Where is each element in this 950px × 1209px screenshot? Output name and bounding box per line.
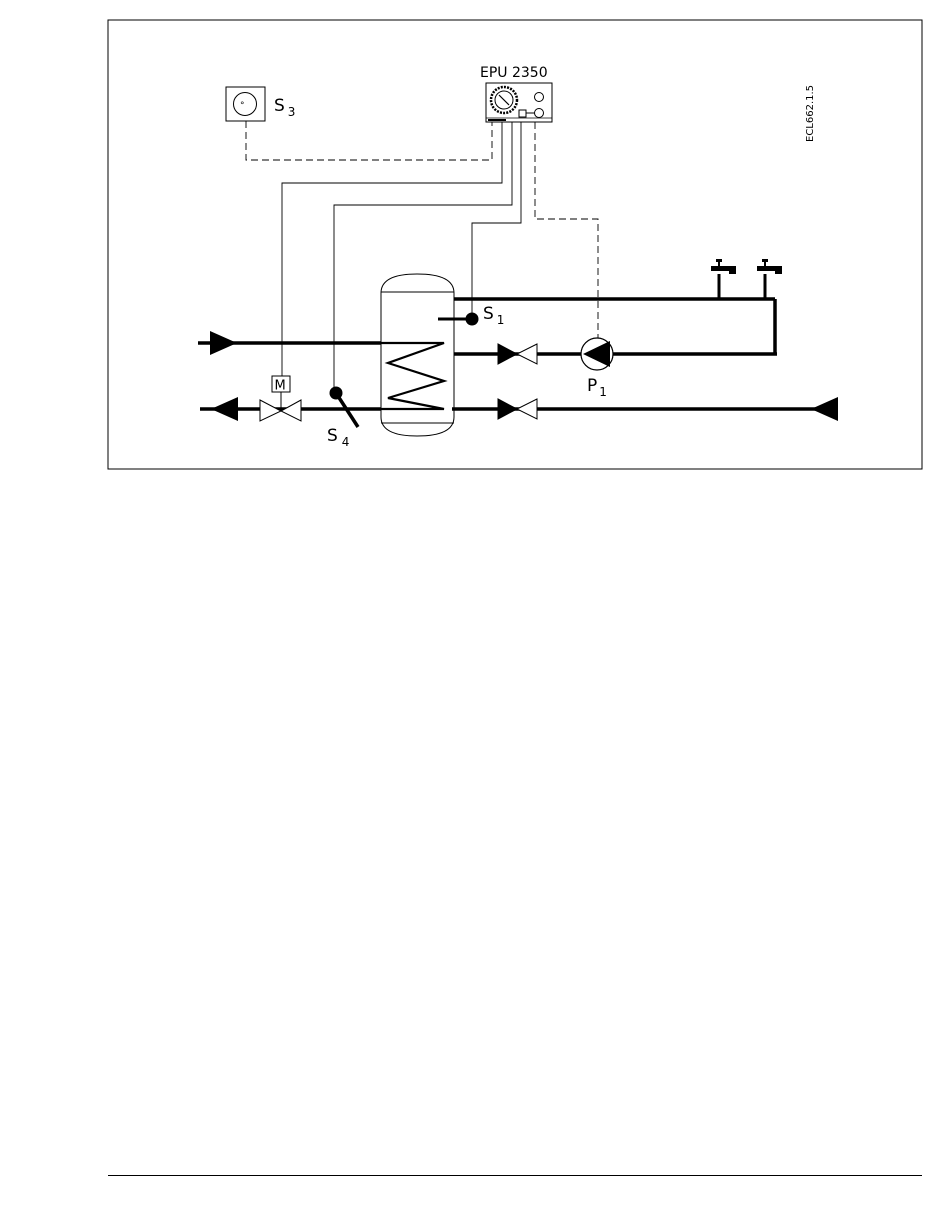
room-sensor-label: S [274, 96, 285, 116]
storage-tank [381, 274, 454, 436]
motor-valve-label: M [275, 379, 286, 394]
check-valve-upper [498, 344, 537, 364]
svg-text:S1: S1 [483, 304, 504, 327]
svg-text:°: ° [240, 101, 245, 111]
room-sensor-icon [234, 93, 257, 116]
motor-valve: M [260, 376, 301, 421]
svg-text:S4: S4 [327, 426, 349, 449]
return-sensor-label: S [327, 426, 338, 446]
flow-sensor-label: S [483, 304, 494, 324]
flow-sensor-subscript: 1 [497, 313, 505, 327]
water-tap-icon [757, 259, 782, 274]
svg-text:P1: P1 [587, 376, 607, 399]
return-sensor-icon [330, 387, 343, 400]
wiring [246, 121, 598, 388]
pump-label: P [587, 376, 597, 396]
controller-epu: EPU 2350 [480, 65, 552, 122]
flow-return-arrow-icon [811, 397, 838, 421]
footer-rule [108, 1175, 922, 1176]
svg-text:S3: S3 [274, 96, 295, 119]
drawing-code: ECL662.1.5 [805, 85, 816, 142]
controller-indicator-icon [535, 109, 544, 118]
return-sensor-subscript: 4 [342, 435, 350, 449]
controller-indicator-icon [535, 93, 544, 102]
flow-in-arrow-icon [210, 331, 237, 355]
pump-subscript: 1 [599, 385, 607, 399]
water-tap-icon [711, 259, 736, 274]
flow-out-arrow-icon [211, 397, 238, 421]
controller-label: EPU 2350 [480, 65, 548, 81]
heat-exchanger-coil-icon [381, 343, 444, 409]
room-sensor-subscript: 3 [288, 105, 296, 119]
flow-sensor-icon [466, 313, 479, 326]
check-valve-lower [498, 399, 537, 419]
